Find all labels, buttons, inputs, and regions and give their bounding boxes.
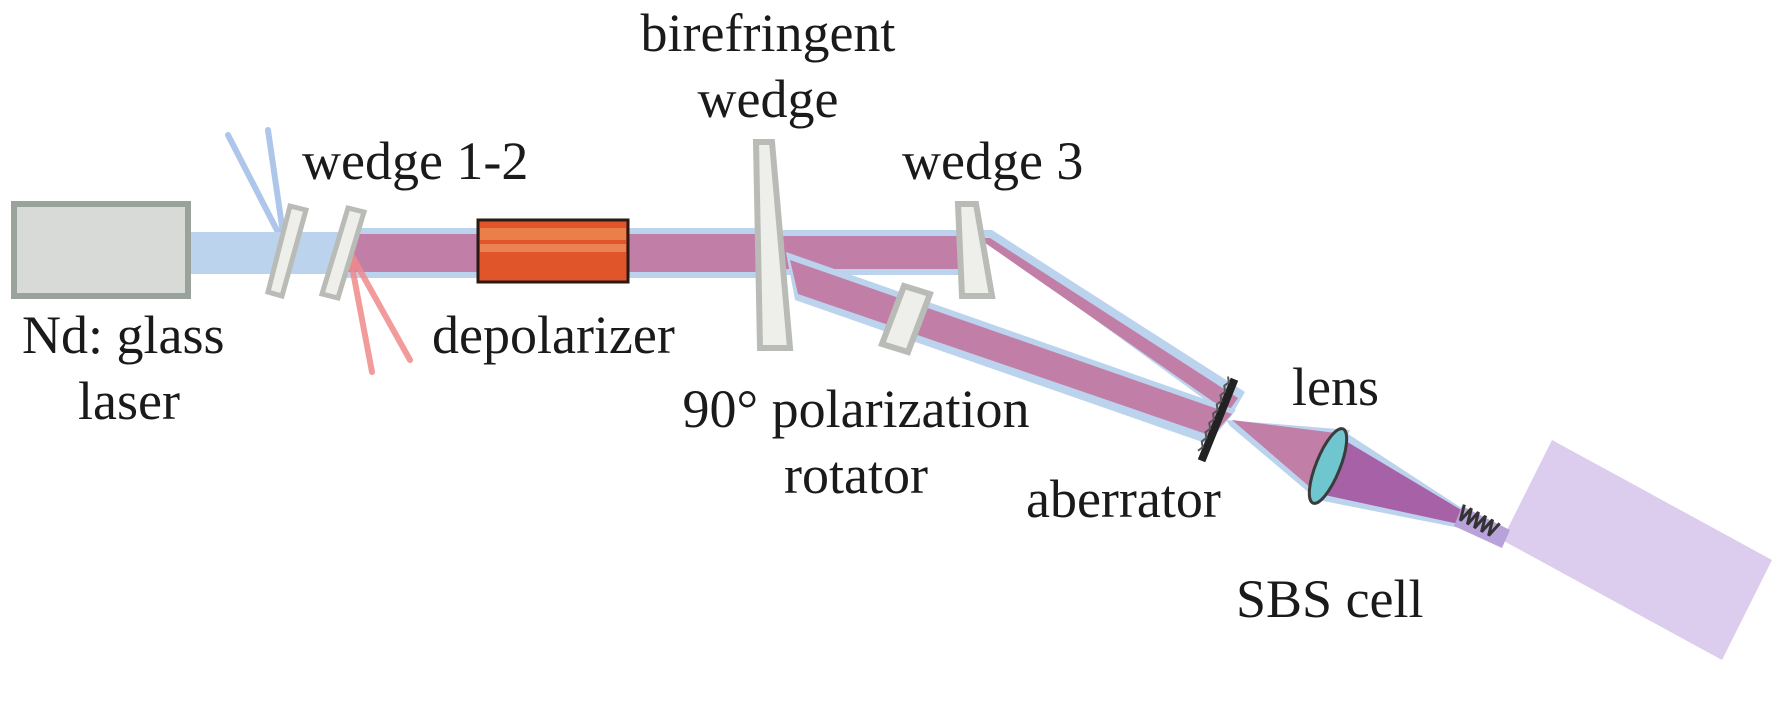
label-sbs-cell: SBS cell [1236, 566, 1424, 632]
beam-upper [775, 236, 980, 269]
label-laser-line1: Nd: glass [22, 305, 225, 365]
label-wedge-1-2: wedge 1-2 [302, 128, 528, 194]
birefringent-wedge-optic [752, 139, 794, 351]
label-wedge3-text: wedge 3 [902, 131, 1084, 191]
label-aberrator-text: aberrator [1026, 469, 1221, 529]
label-wedge-3: wedge 3 [902, 128, 1083, 194]
wedge-3-optic [954, 201, 996, 299]
label-wedge12-text: wedge 1-2 [302, 131, 529, 191]
wedge-2 [318, 204, 368, 302]
label-laser-line2: laser [78, 371, 180, 431]
label-sbs-cell-text: SBS cell [1236, 569, 1424, 629]
aberrator-texture [1197, 376, 1230, 452]
label-rotator-line1: 90° polarization [682, 379, 1030, 439]
depolarizer-band [480, 244, 626, 252]
label-aberrator: aberrator [1026, 466, 1221, 532]
beam-to-aberrator-1 [978, 238, 1238, 412]
depolarizer-highlight [480, 228, 626, 240]
sbs-cell [1502, 440, 1772, 660]
wedge-1 [264, 202, 310, 300]
label-birefringent-wedge: birefringent wedge [641, 0, 896, 132]
label-biref-line1: birefringent [640, 3, 896, 63]
label-polarization-rotator: 90° polarization rotator [683, 376, 1030, 508]
nd-glass-laser-box [11, 201, 191, 299]
reflection-red-2 [349, 253, 413, 363]
label-rotator-line2: rotator [784, 445, 928, 505]
reflection-red-1 [347, 253, 375, 375]
lens-optic [1307, 427, 1349, 505]
label-nd-glass-laser: Nd: glass laser [22, 302, 225, 434]
label-lens: lens [1292, 354, 1379, 420]
focal-spot-sbs [1458, 504, 1501, 537]
label-depolarizer-text: depolarizer [432, 305, 675, 365]
label-depolarizer: depolarizer [432, 302, 675, 368]
reflection-blue-2 [265, 127, 287, 243]
beam-focus-in-cell [1320, 440, 1478, 526]
label-lens-text: lens [1292, 357, 1379, 417]
reflection-blue-1 [225, 132, 285, 243]
label-biref-line2: wedge [697, 69, 839, 129]
aberrator-plate [1197, 377, 1239, 463]
polarization-rotator-optic [878, 282, 934, 356]
